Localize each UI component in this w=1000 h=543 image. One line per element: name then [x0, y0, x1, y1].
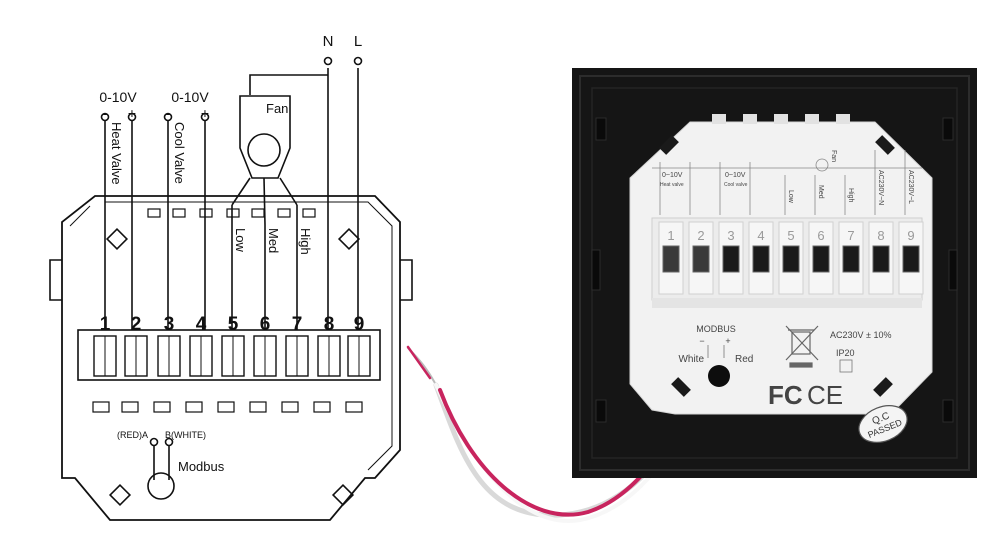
device-live-label: AC230V~L: [907, 170, 914, 204]
schematic-terminal-3: 3: [164, 314, 175, 335]
cool-valve-label: Cool Valve: [172, 122, 187, 184]
modbus-a-label: (RED)A: [117, 430, 148, 440]
modbus-label: Modbus: [178, 459, 225, 474]
schematic-terminal-5: 5: [228, 314, 239, 335]
schematic-terminal-2: 2: [131, 314, 142, 335]
device-modbus-plus: +: [725, 336, 730, 346]
device-rating: AC230V ± 10%: [830, 330, 891, 340]
heat-valve-label: Heat Valve: [109, 122, 124, 185]
device-valve-name-1: Heat valve: [660, 182, 684, 188]
device-terminal-5: 5: [778, 221, 804, 295]
schematic-terminal-1: 1: [100, 314, 111, 335]
fc-mark: FC: [768, 380, 803, 410]
schematic-terminal-6: 6: [260, 314, 271, 335]
heat-valve-range: 0-10V: [99, 89, 137, 105]
device-terminal-number: 8: [877, 228, 884, 243]
cool-valve-minus: -: [166, 105, 171, 121]
device-fan-high: High: [847, 188, 854, 203]
device-terminal-number: 7: [847, 228, 854, 243]
ip-box-icon: [839, 359, 853, 373]
device-valve-name-2: Cool valve: [724, 182, 748, 188]
device-terminal-number: 5: [787, 228, 794, 243]
device-terminal-2: 2: [688, 221, 714, 295]
schematic-terminal-8: 8: [324, 314, 335, 335]
fan-speed-low: Low: [233, 228, 248, 252]
cool-valve-range: 0-10V: [171, 89, 209, 105]
cable-grommet: [708, 365, 730, 387]
device-wire-red: Red: [735, 354, 753, 365]
fan-speed-med: Med: [266, 228, 281, 253]
neutral-label: N: [323, 33, 334, 50]
device-terminal-8: 8: [868, 221, 894, 295]
schematic-terminal-4: 4: [196, 314, 207, 335]
device-fan-low: Low: [787, 190, 794, 204]
device-terminal-number: 6: [817, 228, 824, 243]
fan-label: Fan: [266, 101, 288, 116]
device-valve-range-2: 0~10V: [725, 172, 746, 179]
cool-valve-plus: +: [201, 105, 209, 121]
device-terminal-7: 7: [838, 221, 864, 295]
device-neutral-label: AC230V~N: [877, 170, 884, 205]
heat-valve-minus: -: [103, 105, 108, 121]
live-label: L: [354, 33, 362, 50]
schematic-terminal-7: 7: [292, 314, 303, 335]
modbus-b-label: B(WHITE): [165, 430, 206, 440]
device-terminal-3: 3: [718, 221, 744, 295]
device-terminal-6: 6: [808, 221, 834, 295]
device-terminal-number: 4: [757, 228, 764, 243]
device-terminal-4: 4: [748, 221, 774, 295]
device-valve-range-1: 0~10V: [662, 172, 683, 179]
device-ip-rating: IP20: [836, 348, 855, 358]
device-terminal-block: 1 2 3 4 5 6 7 8 9: [658, 221, 924, 295]
schematic: [49, 56, 413, 521]
device-terminal-number: 2: [697, 228, 704, 243]
device-wire-white: White: [678, 354, 704, 365]
qc-passed-sticker: Q.C PASSED: [858, 405, 908, 443]
heat-valve-plus: +: [128, 105, 136, 121]
schematic-terminal-9: 9: [354, 314, 365, 335]
device-terminal-number: 9: [907, 228, 914, 243]
device-terminal-number: 1: [667, 228, 674, 243]
weee-bin-icon: [785, 325, 819, 368]
device-fan-label: Fan: [830, 150, 837, 162]
device-terminal-1: 1: [658, 221, 684, 295]
device-modbus-minus: −: [699, 336, 704, 346]
device-terminal-9: 9: [898, 221, 924, 295]
device-terminal-number: 3: [727, 228, 734, 243]
device-photo: 0~10V Heat valve 0~10V Cool valve Fan Lo…: [572, 68, 977, 478]
ce-mark: CE: [807, 380, 843, 410]
device-modbus-title: MODBUS: [696, 324, 736, 334]
fan-speed-high: High: [298, 228, 313, 255]
device-fan-med: Med: [817, 185, 824, 199]
